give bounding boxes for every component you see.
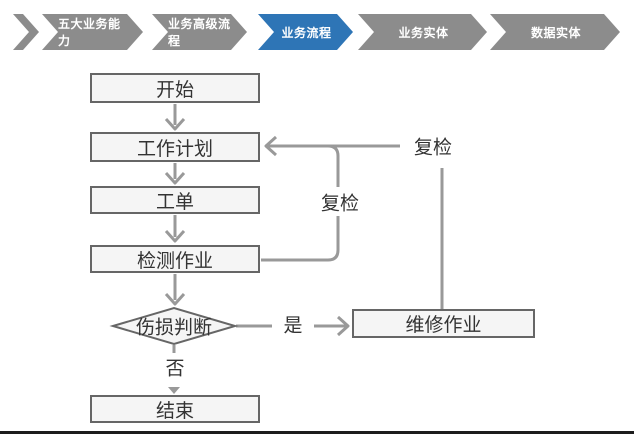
node-work-order: 工单 bbox=[90, 186, 260, 214]
node-work-plan: 工作计划 bbox=[90, 132, 260, 162]
node-start: 开始 bbox=[90, 73, 260, 103]
page-bottom-border bbox=[0, 431, 634, 434]
edge-label-recheck-loop: 复检 bbox=[320, 193, 360, 215]
arrow-plan-to-order bbox=[164, 163, 186, 185]
arrow-start-to-plan bbox=[164, 104, 186, 131]
no-arrowhead bbox=[168, 387, 180, 394]
node-damage-decision-label: 伤损判断 bbox=[135, 317, 213, 339]
arrow-inspection-to-decision bbox=[164, 274, 186, 306]
nav-step-five-capabilities[interactable]: 五大业务能力 bbox=[42, 14, 143, 50]
nav-step-business-entity[interactable]: 业务实体 bbox=[358, 14, 487, 50]
node-inspection: 检测作业 bbox=[90, 245, 260, 273]
arrow-order-to-inspection bbox=[164, 215, 186, 243]
node-label: 结束 bbox=[155, 400, 194, 422]
inspection-recheck-loop-upper bbox=[327, 144, 340, 187]
edge-label-no: 否 bbox=[165, 358, 185, 380]
nav-step-label: 五大业务能力 bbox=[58, 17, 121, 48]
nav-step-label: 业务实体 bbox=[398, 25, 449, 40]
edge-label-yes: 是 bbox=[283, 315, 303, 337]
node-label: 开始 bbox=[155, 79, 194, 101]
nav-step-label: 业务流程 bbox=[281, 25, 332, 40]
node-label: 工单 bbox=[155, 191, 194, 213]
nav-step-label: 数据实体 bbox=[530, 25, 581, 40]
yes-arrow-to-repair bbox=[314, 315, 350, 337]
nav-step-label: 业务高级流程 bbox=[168, 17, 231, 48]
node-repair: 维修作业 bbox=[352, 309, 535, 338]
edge-label-recheck-repair: 复检 bbox=[413, 137, 453, 159]
node-label: 维修作业 bbox=[405, 315, 482, 336]
node-label: 工作计划 bbox=[136, 138, 213, 160]
node-label: 检测作业 bbox=[136, 250, 213, 272]
nav-step-data-entity[interactable]: 数据实体 bbox=[490, 14, 620, 50]
node-end: 结束 bbox=[90, 395, 260, 423]
decision-diamond-shape bbox=[109, 306, 239, 346]
inspection-recheck-loop-lower bbox=[261, 216, 340, 262]
